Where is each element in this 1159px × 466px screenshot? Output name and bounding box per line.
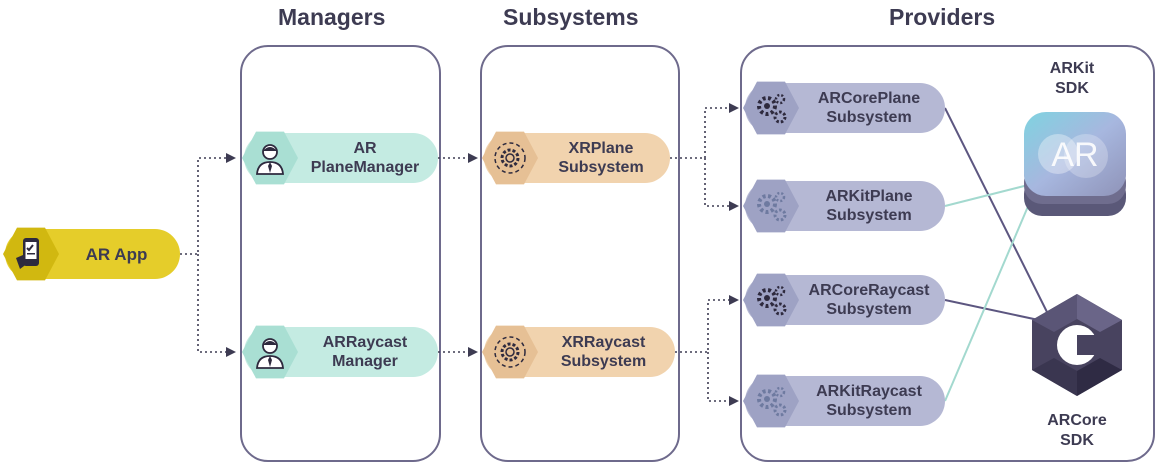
ar-raycast-manager-node[interactable]: ARRaycast Manager [242,325,438,379]
ar-plane-manager-line2: PlaneManager [310,159,420,176]
arcore-plane-subsystem-line2: Subsystem [826,109,912,126]
arkit-sdk-line2: SDK [1055,80,1089,97]
arcore-plane-subsystem-node[interactable]: ARCorePlane Subsystem [743,81,945,135]
arkit-plane-subsystem-node[interactable]: ARKitPlane Subsystem [743,179,945,233]
arcore-raycast-subsystem-line1: ARCoreRaycast [808,282,930,299]
managers-column [240,45,441,462]
arkit-plane-subsystem-line2: Subsystem [826,207,912,224]
arkit-raycast-subsystem-node[interactable]: ARKitRaycast Subsystem [743,374,945,428]
xr-raycast-subsystem-line2: Subsystem [560,353,647,370]
ar-plane-manager-line1: AR [353,140,377,157]
ar-raycast-manager-line2: Manager [332,353,398,370]
ar-app-label: AR App [85,244,148,264]
arkit-logo-icon: AR [1024,112,1126,216]
xr-raycast-subsystem-node[interactable]: XRRaycast Subsystem [482,325,675,379]
arkit-plane-subsystem-line1: ARKitPlane [825,188,913,205]
arcore-logo-icon [1032,294,1122,396]
arkit-sdk-line1: ARKit [1049,60,1095,77]
arcore-sdk-line1: ARCore [1047,412,1107,429]
arkit-logo-text: AR [1051,136,1098,174]
arcore-plane-subsystem-line1: ARCorePlane [817,90,921,107]
ar-raycast-manager-line1: ARRaycast [322,334,408,351]
xr-plane-subsystem-line1: XRPlane [568,140,634,157]
arcore-raycast-subsystem-line2: Subsystem [826,301,912,318]
arcore-raycast-subsystem-node[interactable]: ARCoreRaycast Subsystem [743,273,945,327]
arcore-sdk-label: ARCore SDK [1037,411,1117,451]
xr-raycast-subsystem-line1: XRRaycast [561,334,646,351]
subsystems-column [480,45,680,462]
ar-app-node[interactable]: AR App [3,227,180,281]
arkit-raycast-subsystem-line2: Subsystem [826,402,912,419]
subsystems-heading: Subsystems [503,4,639,30]
providers-heading: Providers [889,4,996,30]
xr-plane-subsystem-node[interactable]: XRPlane Subsystem [482,131,670,185]
xr-plane-subsystem-line2: Subsystem [558,159,644,176]
arkit-raycast-subsystem-line1: ARKitRaycast [816,383,922,400]
arcore-sdk-line2: SDK [1060,432,1094,449]
phone-checklist-icon [3,227,59,281]
ar-plane-manager-node[interactable]: AR PlaneManager [242,131,438,185]
arkit-sdk-label: ARKit SDK [1032,59,1112,99]
managers-heading: Managers [278,4,386,30]
